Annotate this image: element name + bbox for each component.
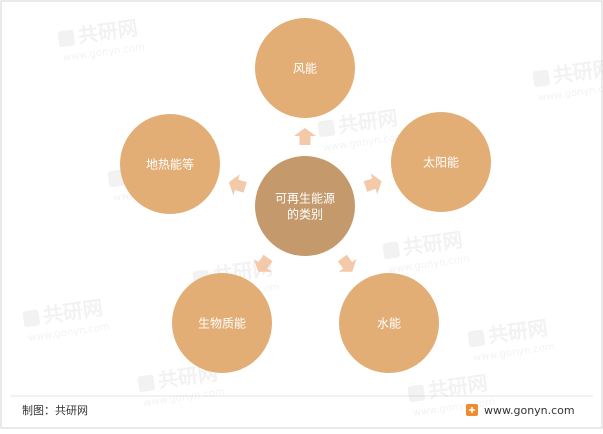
center-circle [255,156,355,256]
arrow-to-biomass [253,254,273,272]
node-geo-label: 地热能等 [146,158,194,172]
node-geo: 地热能等 [120,114,220,214]
node-biomass-label: 生物质能 [198,317,246,331]
arrows [228,128,382,272]
footer-source: 制图：共研网 [22,404,88,417]
arrow-to-wind [294,128,316,145]
center-label-line1: 可再生能源 [275,192,335,206]
arrow-to-geo [228,174,247,196]
node-biomass-circle [172,273,272,373]
node-wind-label: 风能 [293,62,317,76]
arrow-to-solar [363,173,382,195]
node-solar-circle [391,112,491,212]
center-label-line2: 的类别 [287,207,323,222]
node-water: 水能 [339,273,439,373]
node-solar-label: 太阳能 [423,155,459,170]
node-water-label: 水能 [377,317,401,331]
node-geo-circle [120,114,220,214]
node-wind: 风能 [255,18,355,118]
node-wind-circle [255,18,355,118]
footer-website: www.gonyn.com [484,404,575,417]
node-water-circle [339,273,439,373]
footer-logo-icon [466,404,478,416]
node-biomass: 生物质能 [172,273,272,373]
node-solar: 太阳能 [391,112,491,212]
center-node: 可再生能源 的类别 [255,156,355,256]
arrow-to-water [337,254,357,272]
